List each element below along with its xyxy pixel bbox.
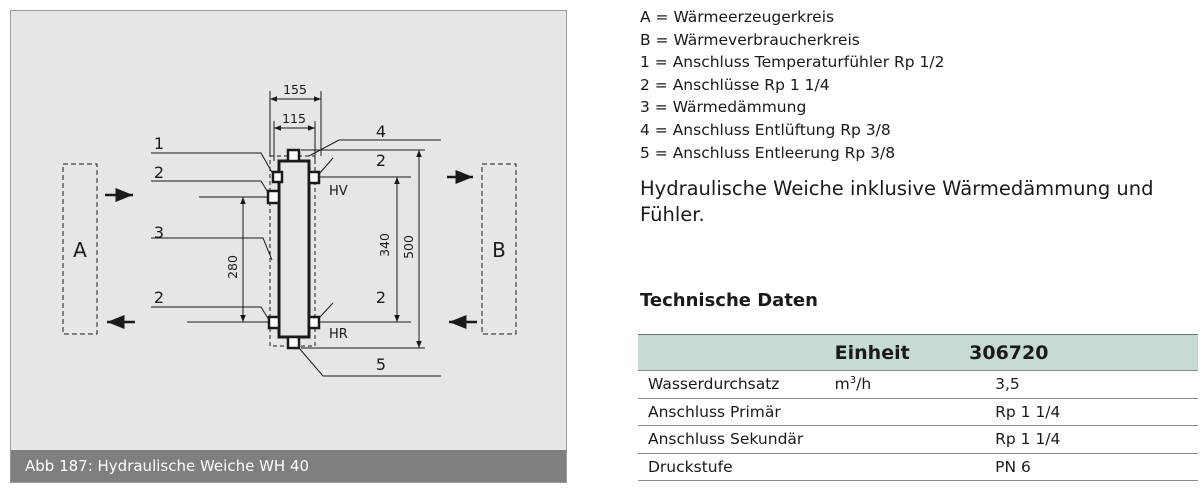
row-value: 3,5 <box>959 370 1198 398</box>
legend-item: 5 = Anschluss Entleerung Rp 3/8 <box>640 143 896 162</box>
side-connections <box>266 170 321 330</box>
header-cell-unit: Einheit <box>824 334 960 371</box>
table-row: Wasserdurchsatz m3/h 3,5 <box>638 370 1198 398</box>
product-description: Hydraulische Weiche inklusive Wärmedämmu… <box>640 177 1154 226</box>
row-label: Anschluss Sekundär <box>638 425 825 453</box>
row-unit <box>824 425 960 453</box>
callout-1: 1 <box>154 134 164 153</box>
row-label: Anschluss Primär <box>638 397 825 426</box>
label-hr: HR <box>329 327 348 342</box>
unit-base: m <box>834 375 850 394</box>
label-hv: HV <box>329 184 348 199</box>
dimension-155: 155 <box>283 82 307 97</box>
row-unit <box>824 452 960 481</box>
header-cell <box>638 334 825 371</box>
circuit-a-box <box>62 163 98 335</box>
legend-item: B = Wärmeverbraucherkreis <box>640 30 860 49</box>
row-value: Rp 1 1/4 <box>959 425 1198 453</box>
table-row: Anschluss Sekundär Rp 1 1/4 <box>638 425 1198 453</box>
row-unit: m3/h <box>824 370 960 398</box>
unit-rest: /h <box>856 375 872 394</box>
tech-data-table: Einheit 306720 Wasserdurchsatz m3/h 3,5 … <box>638 334 1198 481</box>
unit-superscript: 3 <box>849 375 857 387</box>
row-value: PN 6 <box>959 452 1198 481</box>
drain-connection <box>286 335 301 350</box>
legend-item: 3 = Wärmedämmung <box>640 98 807 117</box>
dimension-280: 280 <box>225 255 240 279</box>
figure-caption: Abb 187: Hydraulische Weiche WH 40 <box>11 450 566 482</box>
circuit-b-label: B <box>492 238 506 262</box>
tech-data-title: Technische Daten <box>640 290 818 311</box>
flow-arrow-icon <box>105 170 477 329</box>
table-row: Druckstufe PN 6 <box>638 452 1198 481</box>
dimension-340: 340 <box>377 233 392 257</box>
figure-panel: A B <box>10 10 567 483</box>
legend-list: A = Wärmeerzeugerkreis B = Wärmeverbrauc… <box>640 6 944 164</box>
callout-5: 5 <box>376 355 386 374</box>
callout-3: 3 <box>154 223 164 242</box>
table-header-row: Einheit 306720 <box>638 334 1198 371</box>
row-label: Wasserdurchsatz <box>638 370 825 398</box>
dimension-500: 500 <box>401 235 416 259</box>
callout-2-bottom-right: 2 <box>376 288 386 307</box>
circuit-b-box <box>481 163 517 335</box>
row-value: Rp 1 1/4 <box>959 397 1198 426</box>
callout-2-bottom-left: 2 <box>154 288 164 307</box>
vent-connection <box>286 148 301 163</box>
callout-2-top-left: 2 <box>154 163 164 182</box>
dimension-115: 115 <box>282 111 306 126</box>
legend-item: A = Wärmeerzeugerkreis <box>640 8 835 26</box>
header-cell-article: 306720 <box>959 334 1198 371</box>
separator-body <box>277 159 311 339</box>
legend-item: 4 = Anschluss Entlüftung Rp 3/8 <box>640 120 891 139</box>
hydraulic-separator-drawing: A B <box>62 82 517 377</box>
legend-item: 1 = Anschluss Temperaturfühler Rp 1/2 <box>640 53 945 72</box>
row-unit <box>824 397 960 426</box>
table-row: Anschluss Primär Rp 1 1/4 <box>638 397 1198 426</box>
callout-2-top-right: 2 <box>376 151 386 170</box>
circuit-a-label: A <box>73 238 87 262</box>
legend-item: 2 = Anschlüsse Rp 1 1/4 <box>640 75 830 94</box>
row-label: Druckstufe <box>638 452 825 481</box>
callout-4: 4 <box>376 122 386 141</box>
